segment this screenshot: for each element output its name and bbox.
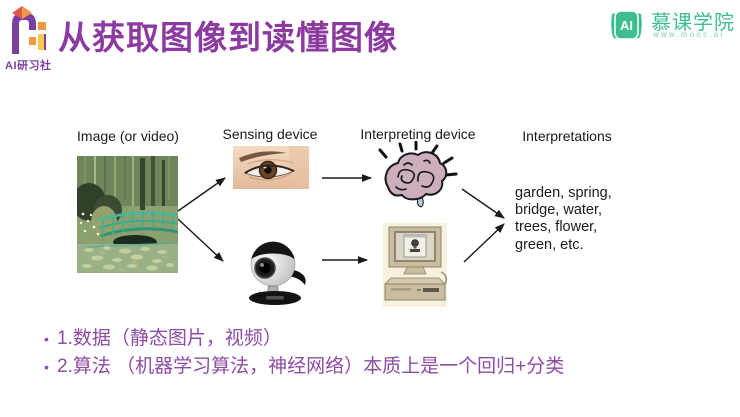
interpretations-text: garden, spring, bridge, water, trees, fl… <box>515 185 612 254</box>
desktop-computer-icon <box>383 223 448 307</box>
human-eye-icon <box>233 146 309 189</box>
brand-text: AI研习社 <box>5 60 52 72</box>
arrow-computer-to-interpretations <box>463 223 505 263</box>
bullet-item-algorithm: • 2.算法 （机器学习算法，神经网络）本质上是一个回归+分类 <box>44 353 704 381</box>
interpretation-line: trees, flower, <box>515 219 598 236</box>
webcam-icon <box>249 241 306 305</box>
svg-text:AI: AI <box>620 18 633 33</box>
mooc-url: www.mooc.ai <box>653 30 725 39</box>
label-image-or-video: Image (or video) <box>77 128 179 144</box>
bullet-dot: • <box>44 359 49 375</box>
label-sensing-device: Sensing device <box>222 126 318 142</box>
bullet-dot: • <box>44 331 49 347</box>
brain-icon <box>378 141 458 208</box>
page-title: 从获取图像到读懂图像 <box>58 19 398 56</box>
mooc-book-logo-icon: AI <box>611 10 642 40</box>
label-interpretations: Interpretations <box>522 128 612 144</box>
bullet-item-data: • 1.数据（静态图片，视频） <box>44 325 704 353</box>
monet-garden-photo <box>77 156 178 273</box>
ai-yanxishe-logo-icon <box>12 6 46 54</box>
bullet-list: • 1.数据（静态图片，视频） • 2.算法 （机器学习算法，神经网络）本质上是… <box>44 325 704 381</box>
interpretation-line: bridge, water, <box>515 202 603 219</box>
bullet-text: 2.算法 （机器学习算法，神经网络）本质上是一个回归+分类 <box>57 356 565 377</box>
arrow-photo-to-eye <box>177 177 226 212</box>
bullet-text: 1.数据（静态图片，视频） <box>57 328 282 349</box>
arrow-photo-to-webcam <box>177 218 224 262</box>
interpretation-line: garden, spring, <box>515 185 612 201</box>
interpretation-line: green, etc. <box>515 236 584 253</box>
arrow-brain-to-interpretations <box>461 188 505 219</box>
label-interpreting-device: Interpreting device <box>360 126 476 142</box>
mooc-name: 慕课学院 <box>651 12 735 34</box>
